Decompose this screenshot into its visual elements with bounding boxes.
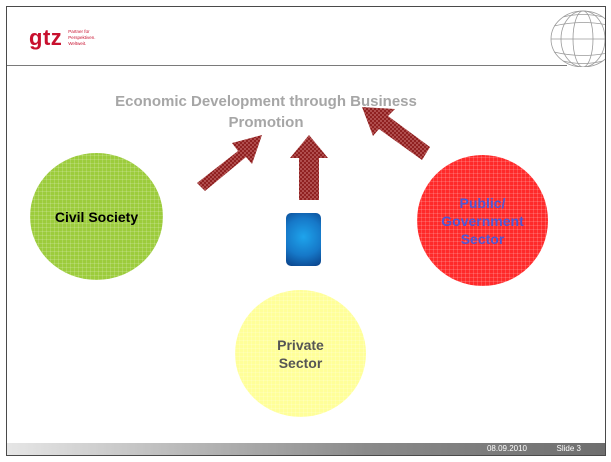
header-rule — [7, 65, 567, 66]
arrows-layer — [197, 107, 430, 200]
globe-icon — [550, 10, 605, 67]
slide: gtz Partner für Perspektiven. Weltweit. … — [6, 6, 606, 456]
footer-date: 08.09.2010 — [486, 444, 527, 453]
center-square — [286, 213, 321, 266]
public-sector-label: Public/ Government Sector — [441, 194, 524, 247]
arrow-public-to-goal — [362, 107, 430, 160]
diagram-title: Economic Development through Business Pr… — [115, 93, 417, 131]
public-sector-node: Public/ Government Sector — [417, 155, 548, 286]
logo-wordmark: gtz — [29, 25, 63, 50]
footer-slide-number: Slide 3 — [556, 444, 581, 453]
footer-bar: 08.09.2010 Slide 3 — [7, 443, 605, 455]
gtz-logo: gtz Partner für Perspektiven. Weltweit. — [29, 25, 114, 51]
logo-tagline: Partner für Perspektiven. Weltweit. — [68, 29, 96, 46]
civil-society-label: Civil Society — [54, 208, 139, 225]
arrow-civil-to-goal — [197, 135, 262, 191]
private-sector-node: Private Sector — [235, 290, 366, 417]
civil-society-node: Civil Society — [30, 153, 163, 280]
arrow-private-to-goal — [290, 135, 328, 200]
private-sector-label: Private Sector — [277, 336, 324, 371]
